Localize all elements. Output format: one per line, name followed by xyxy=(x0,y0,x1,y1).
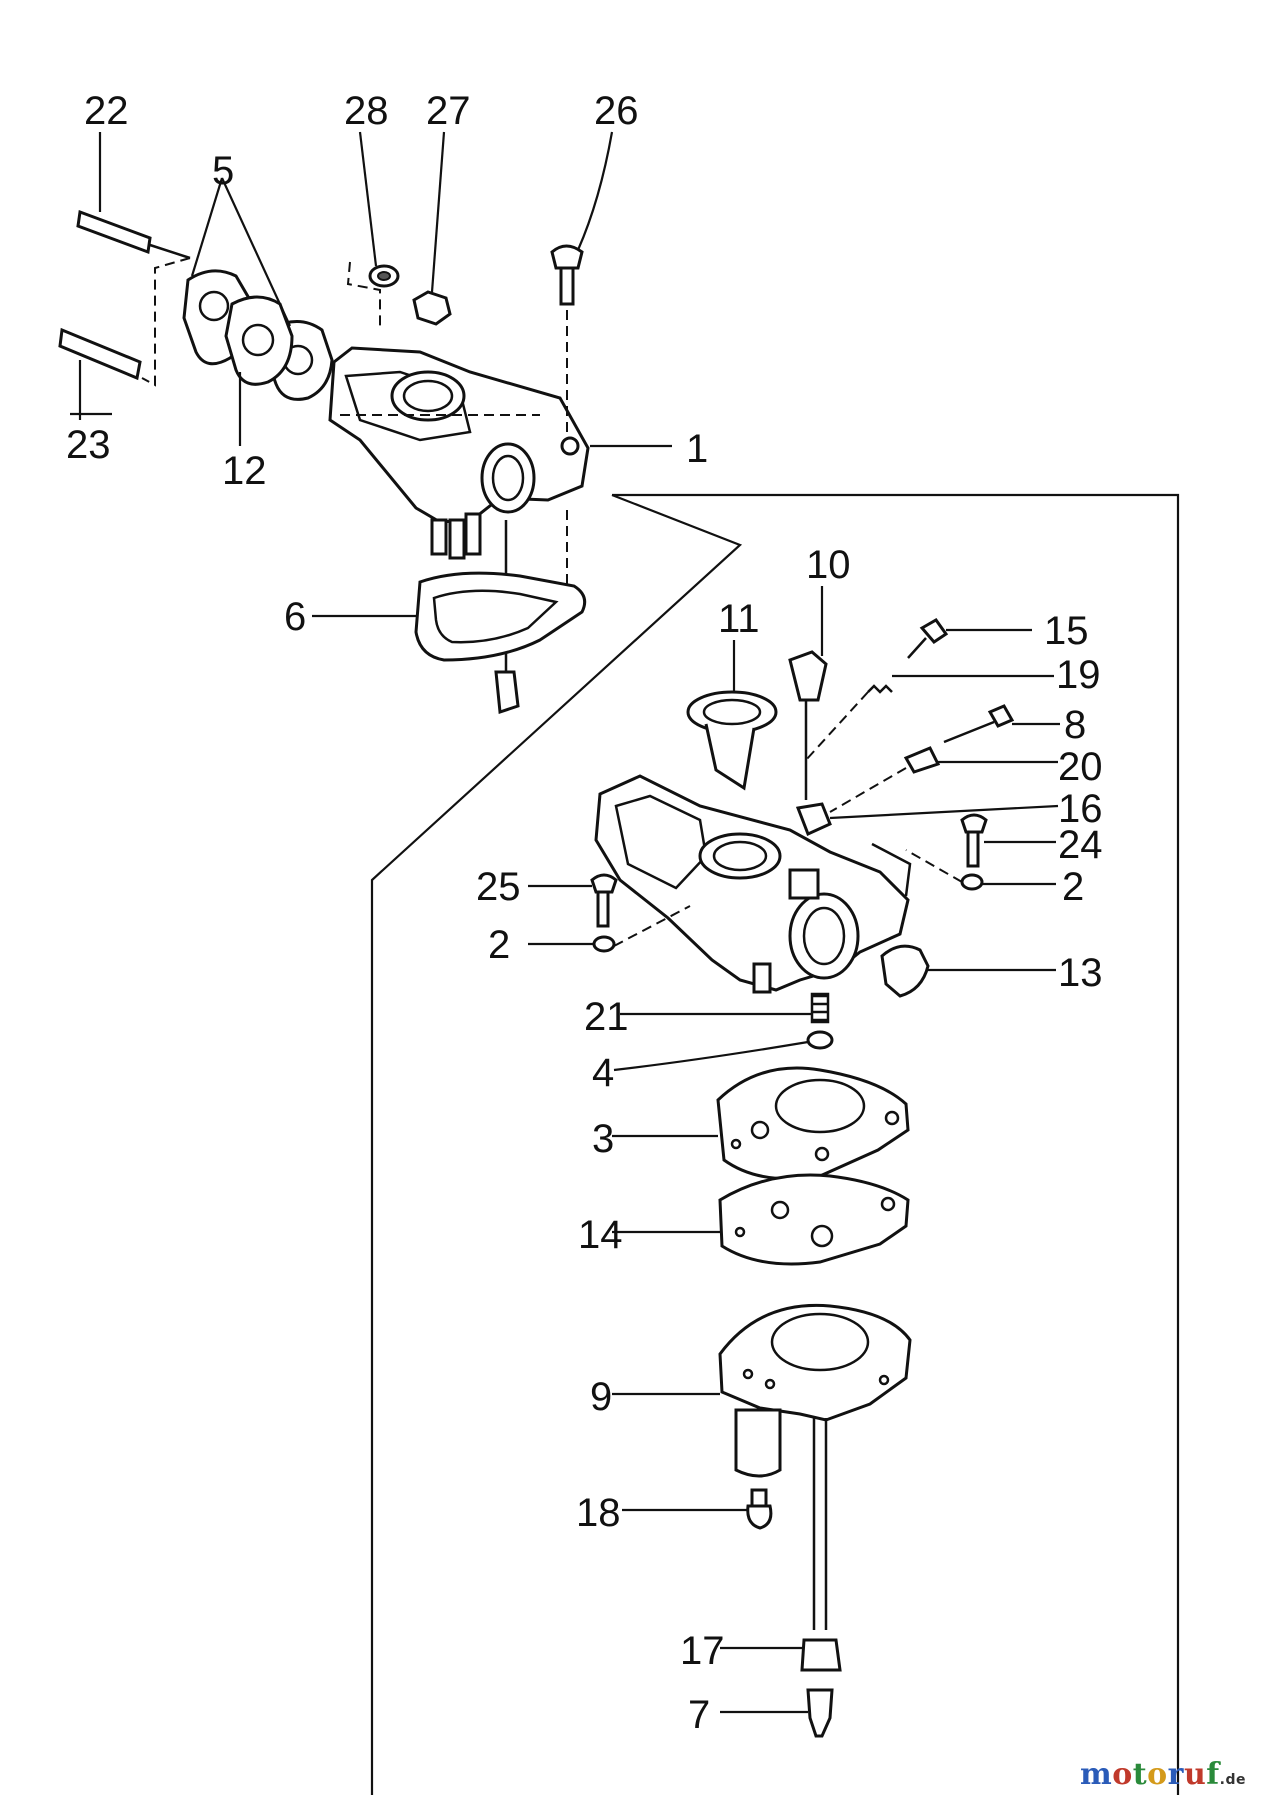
gasket-12 xyxy=(224,295,294,446)
detail-frame-left xyxy=(370,493,743,1795)
label-1: 1 xyxy=(686,427,708,471)
gasket-14 xyxy=(612,1173,910,1266)
label-11: 11 xyxy=(718,597,760,641)
spring-20 xyxy=(829,746,1058,813)
label-26: 26 xyxy=(594,89,639,133)
cover-9 xyxy=(612,1303,912,1630)
nut-27 xyxy=(412,131,452,326)
label-13: 13 xyxy=(1058,951,1103,995)
label-10: 10 xyxy=(806,543,851,587)
label-20: 20 xyxy=(1058,745,1103,789)
spring-21 xyxy=(620,992,830,1024)
watermark-logo: motoruf.de xyxy=(1079,1757,1246,1792)
screw-25 xyxy=(528,873,618,928)
label-3: 3 xyxy=(592,1117,614,1161)
washer-28 xyxy=(358,131,400,288)
washer-2-right xyxy=(905,849,1056,891)
label-27: 27 xyxy=(426,89,471,133)
label-24: 24 xyxy=(1058,823,1103,867)
stud-23 xyxy=(58,327,142,420)
screw-15 xyxy=(907,618,1032,659)
label-21: 21 xyxy=(584,995,629,1039)
oring-4 xyxy=(613,1030,834,1072)
label-14: 14 xyxy=(578,1213,623,1257)
label-15: 15 xyxy=(1044,609,1089,653)
label-19: 19 xyxy=(1056,653,1101,697)
label-2-right: 2 xyxy=(1062,865,1084,909)
label-4: 4 xyxy=(592,1051,614,1095)
carburetor-body-detail xyxy=(594,774,912,994)
label-6: 6 xyxy=(284,595,306,639)
screw-8 xyxy=(943,704,1060,744)
label-16: 16 xyxy=(1058,787,1103,831)
jet-7 xyxy=(720,1688,834,1738)
label-5: 5 xyxy=(212,149,234,193)
label-8: 8 xyxy=(1064,703,1086,747)
label-22: 22 xyxy=(84,89,129,133)
detail-frame xyxy=(612,493,1180,1795)
label-12: 12 xyxy=(222,449,267,493)
stud-guide xyxy=(346,261,381,330)
part-11 xyxy=(686,640,778,791)
carburetor-body-1 xyxy=(328,346,672,715)
screw-26 xyxy=(550,131,614,590)
callout-labels: 22 5 28 27 26 23 12 1 6 10 11 15 19 8 20… xyxy=(66,89,1103,1737)
spring-19 xyxy=(805,674,1054,761)
label-17: 17 xyxy=(680,1629,725,1673)
label-7: 7 xyxy=(688,1693,710,1737)
stud-link xyxy=(141,257,191,387)
part-16 xyxy=(795,802,1059,837)
nut-17 xyxy=(720,1638,842,1672)
label-2-left: 2 xyxy=(488,923,510,967)
screw-18 xyxy=(622,1488,773,1530)
part-13 xyxy=(880,944,1056,998)
part-10 xyxy=(788,586,828,800)
label-25: 25 xyxy=(476,865,521,909)
washer-2-left xyxy=(528,905,691,953)
label-18: 18 xyxy=(576,1491,621,1535)
label-28: 28 xyxy=(344,89,389,133)
gasket-6 xyxy=(312,571,587,662)
label-9: 9 xyxy=(590,1375,612,1419)
label-23: 23 xyxy=(66,423,111,467)
screw-24 xyxy=(960,813,1056,868)
stud-22 xyxy=(76,132,191,260)
gasket-3 xyxy=(612,1066,910,1181)
